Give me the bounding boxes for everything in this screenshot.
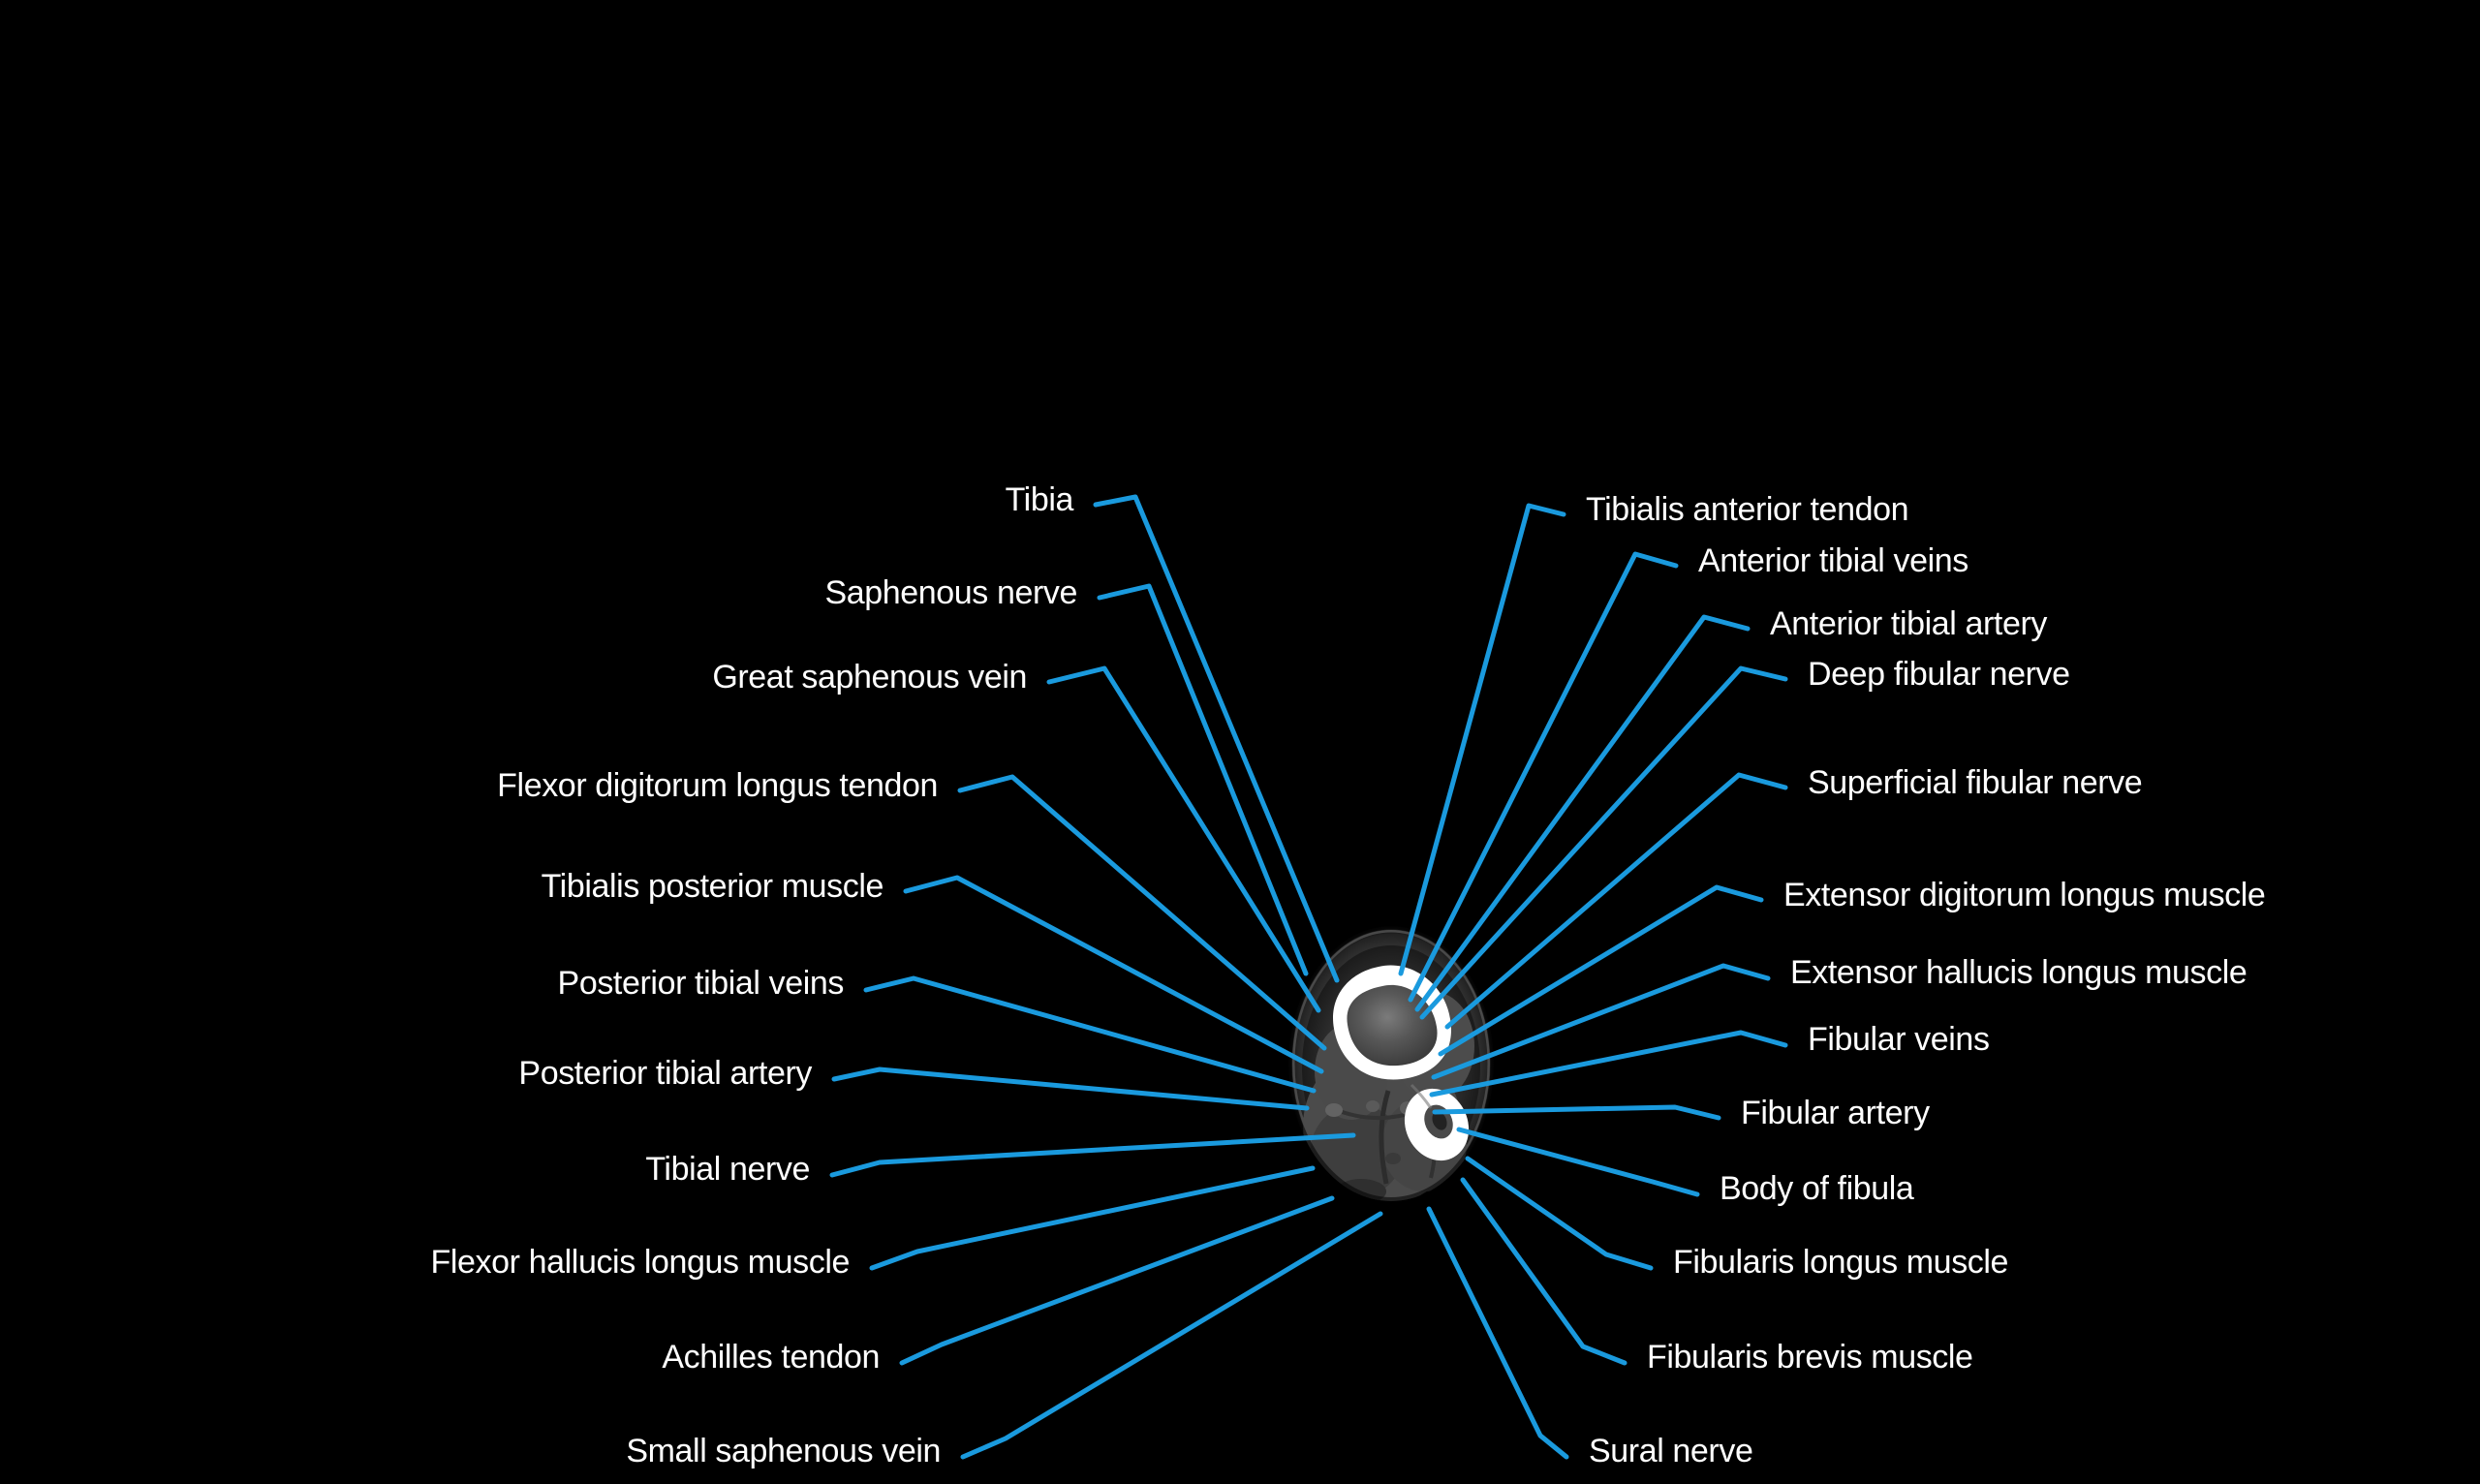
anatomy-label-great-saphenous-vein: Great saphenous vein (712, 659, 1027, 696)
leader-line-tibialis-posterior-muscle (903, 875, 1324, 1074)
anatomy-label-sural-nerve: Sural nerve (1589, 1433, 1753, 1469)
leader-line-posterior-tibial-veins (863, 975, 1317, 1094)
anatomy-label-tibialis-posterior-muscle: Tibialis posterior muscle (541, 868, 884, 905)
anatomy-label-flexor-digitorum-longus-tendon: Flexor digitorum longus tendon (497, 767, 938, 804)
leader-line-flexor-hallucis-longus-muscle (869, 1165, 1316, 1271)
leader-line-small-saphenous-vein (960, 1211, 1383, 1460)
anatomy-label-flexor-hallucis-longus-muscle: Flexor hallucis longus muscle (430, 1244, 851, 1281)
leader-line-posterior-tibial-artery (831, 1067, 1310, 1111)
anatomy-label-posterior-tibial-artery: Posterior tibial artery (518, 1055, 812, 1092)
ct-scan-graphic (1264, 901, 1518, 1221)
anatomy-label-saphenous-nerve: Saphenous nerve (824, 574, 1077, 611)
anatomy-label-superficial-fibular-nerve: Superficial fibular nerve (1808, 764, 2143, 801)
anatomy-label-achilles-tendon: Achilles tendon (662, 1339, 880, 1376)
anatomy-label-fibularis-longus-muscle: Fibularis longus muscle (1673, 1244, 2009, 1281)
anatomy-label-anterior-tibial-veins: Anterior tibial veins (1698, 542, 1968, 579)
anatomy-label-fibularis-brevis-muscle: Fibularis brevis muscle (1647, 1339, 1973, 1376)
anatomy-label-fibular-artery: Fibular artery (1741, 1095, 1930, 1131)
anatomy-label-body-of-fibula: Body of fibula (1720, 1170, 1914, 1207)
ct-cross-section-image (1264, 901, 1518, 1221)
leader-line-achilles-tendon (899, 1195, 1335, 1366)
anatomy-label-tibia: Tibia (1005, 481, 1074, 518)
anatomy-label-small-saphenous-vein: Small saphenous vein (626, 1433, 941, 1469)
anatomy-label-deep-fibular-nerve: Deep fibular nerve (1808, 656, 2070, 693)
anatomy-label-tibialis-anterior-tendon: Tibialis anterior tendon (1586, 491, 1909, 528)
anatomy-label-anterior-tibial-artery: Anterior tibial artery (1770, 605, 2047, 642)
anatomy-label-extensor-digitorum-longus-muscle: Extensor digitorum longus muscle (1783, 877, 2266, 913)
anatomy-label-posterior-tibial-veins: Posterior tibial veins (557, 965, 845, 1002)
leader-line-sural-nerve (1426, 1206, 1569, 1460)
anatomy-label-fibular-veins: Fibular veins (1808, 1021, 1990, 1058)
anatomy-label-tibial-nerve: Tibial nerve (645, 1151, 810, 1188)
anatomy-label-extensor-hallucis-longus-muscle: Extensor hallucis longus muscle (1790, 954, 2248, 991)
